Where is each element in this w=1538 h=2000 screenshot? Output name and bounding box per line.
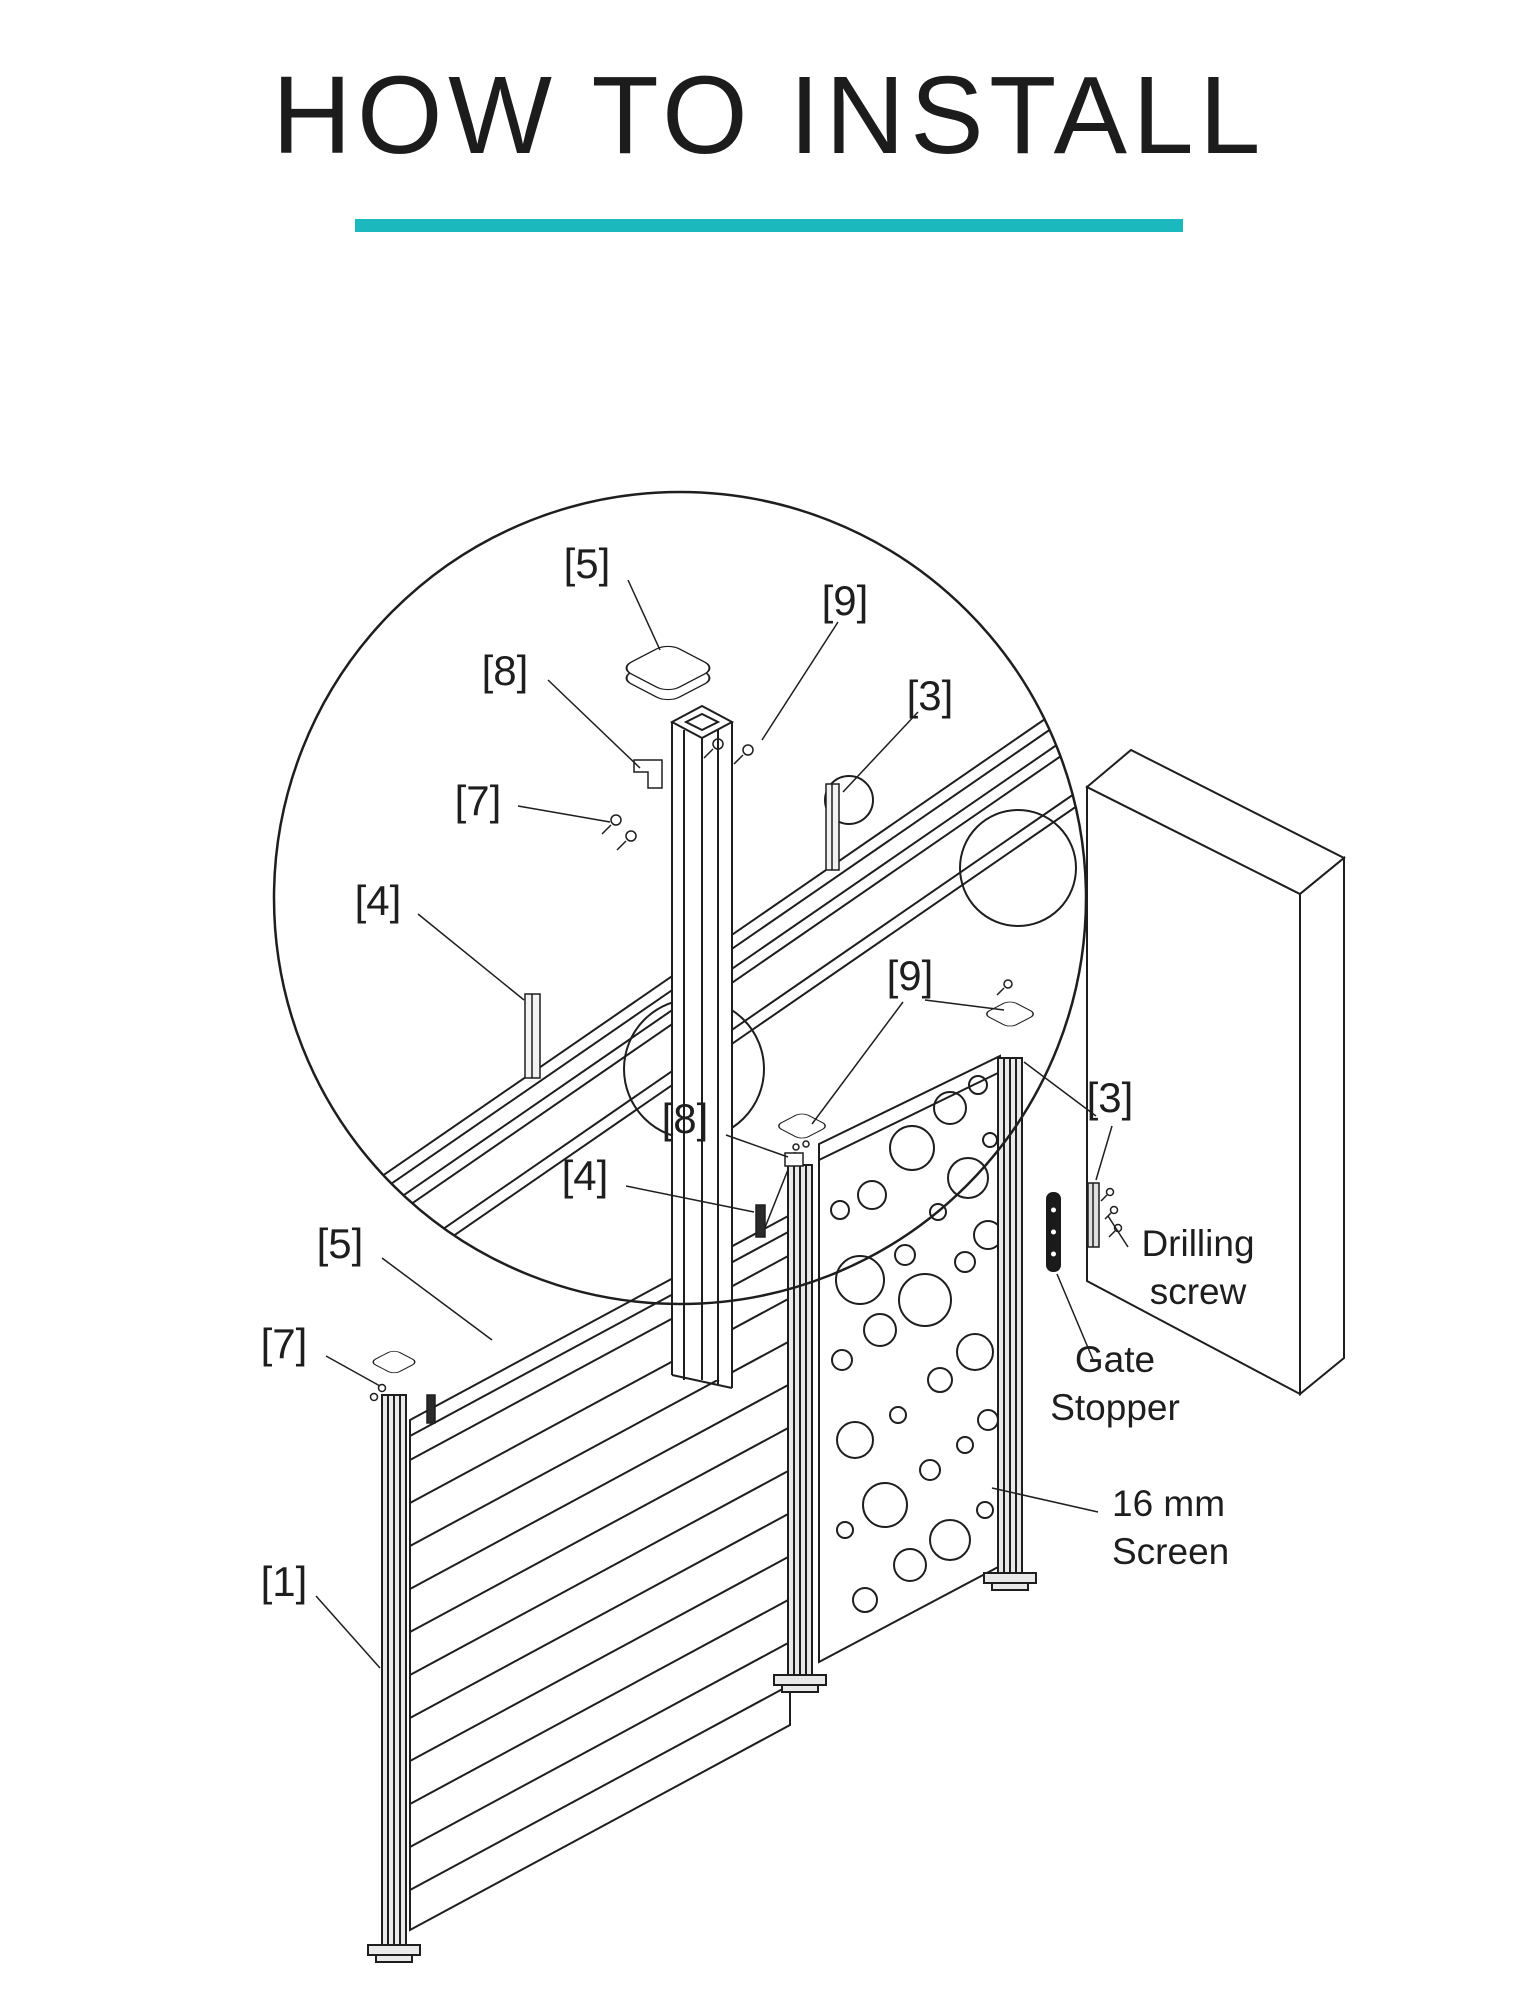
- center-post-bracket: [784, 1152, 804, 1167]
- gate-stopper: [1046, 1192, 1061, 1272]
- label-5-detail: [5]: [564, 540, 611, 587]
- detail-bracket-8: [633, 759, 663, 789]
- title-underline: [355, 219, 1183, 232]
- label-4-detail: [4]: [355, 877, 402, 924]
- leader-lines: [315, 579, 1129, 1669]
- label-7-main: [7]: [261, 1320, 308, 1367]
- label-9-main: [9]: [887, 952, 934, 999]
- label-8-detail: [8]: [482, 647, 529, 694]
- label-7-detail: [7]: [455, 777, 502, 824]
- right-post-cap: [986, 979, 1034, 1027]
- page-header: HOW TO INSTALL: [0, 0, 1538, 232]
- detail-post: [669, 704, 735, 1389]
- rail-strip-center: [755, 1204, 766, 1238]
- label-9-detail: [9]: [822, 577, 869, 624]
- annotation-drilling-screw-line2: screw: [1150, 1271, 1247, 1312]
- label-8-main: [8]: [662, 1095, 709, 1142]
- page-title: HOW TO INSTALL: [272, 54, 1266, 177]
- annotation-screen-line1: 16 mm: [1112, 1483, 1225, 1524]
- detail-screws-7: [601, 814, 637, 851]
- detail-strip-4: [524, 993, 541, 1079]
- left-post-cap: [369, 1350, 416, 1402]
- center-post: [773, 1164, 827, 1693]
- part-labels: [5] [9] [8] [3] [7] [4] [9] [8] [4] [3] …: [261, 540, 1255, 1605]
- annotation-gate-stopper-line2: Stopper: [1050, 1387, 1180, 1428]
- detail-screws-9: [703, 738, 754, 765]
- decorative-screen-panel: [818, 1054, 1003, 1664]
- annotation-screen-line2: Screen: [1112, 1531, 1229, 1572]
- center-post-cap: [778, 1113, 826, 1151]
- wall-strip: [1087, 1182, 1100, 1248]
- wall: [1085, 748, 1346, 1397]
- label-1-main: [1]: [261, 1558, 308, 1605]
- label-3-detail: [3]: [907, 672, 954, 719]
- detail-post-cap: [625, 645, 711, 701]
- label-4-main: [4]: [562, 1152, 609, 1199]
- annotation-drilling-screw-line1: Drilling: [1141, 1223, 1254, 1264]
- rail-strip-left: [426, 1394, 436, 1424]
- label-3-main: [3]: [1087, 1074, 1134, 1121]
- left-post: [367, 1394, 421, 1963]
- detail-strip-3: [825, 783, 840, 871]
- label-5-main: [5]: [317, 1220, 364, 1267]
- annotation-gate-stopper-line1: Gate: [1075, 1339, 1155, 1380]
- zoom-detail-circle: [272, 490, 1088, 1306]
